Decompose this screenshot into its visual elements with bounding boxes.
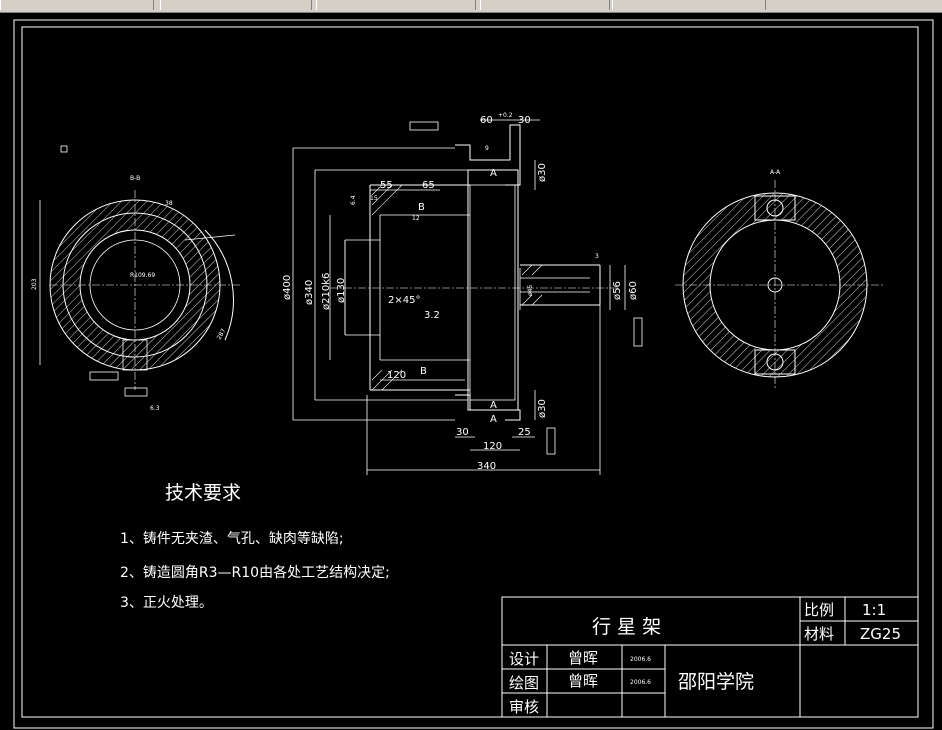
title-block: 行 星 架 比例 1:1 材料 ZG25 设计 曾晖 2006.6 绘图 曾晖 … bbox=[501, 596, 919, 718]
toolbar bbox=[0, 0, 942, 13]
marker-a-label: A bbox=[490, 414, 497, 425]
drawing-canvas[interactable]: B-B 203 R109.69 38 bbox=[0, 12, 942, 730]
dim-340: 340 bbox=[477, 461, 496, 472]
design-name: 曾晖 bbox=[568, 649, 598, 667]
tech-requirements: 技术要求 1、铸件无夹渣、气孔、缺肉等缺陷; 2、铸造圆角R3—R10由各处工艺… bbox=[120, 482, 390, 611]
rough-32: 3.2 bbox=[424, 310, 440, 321]
dim-phi340: ø340 bbox=[304, 280, 315, 305]
design-label: 设计 bbox=[509, 650, 539, 668]
marker-b-top: B bbox=[418, 202, 425, 213]
tech-item-2: 2、铸造圆角R3—R10由各处工艺结构决定; bbox=[120, 565, 390, 581]
dim-phi45: ø45 bbox=[527, 285, 534, 296]
dim-9: 9 bbox=[485, 145, 489, 152]
material-value: ZG25 bbox=[860, 625, 901, 643]
design-date: 2006.6 bbox=[630, 656, 651, 663]
dim-phi56: ø56 bbox=[612, 281, 623, 300]
rough-12: 12 bbox=[412, 215, 420, 222]
dim-phi400: ø400 bbox=[282, 275, 293, 300]
material-label: 材料 bbox=[804, 625, 834, 643]
review-label: 审核 bbox=[509, 698, 539, 716]
toolbar-item[interactable] bbox=[0, 0, 154, 10]
dim-65: 65 bbox=[422, 180, 435, 191]
toolbar-item[interactable] bbox=[316, 0, 476, 10]
drawing-frame bbox=[13, 19, 934, 729]
dim-chamfer: 2×45° bbox=[388, 295, 420, 306]
dim-60: 60 bbox=[480, 115, 493, 126]
dim-3: 3 bbox=[595, 253, 599, 260]
draw-label: 绘图 bbox=[509, 674, 539, 692]
toolbar-item[interactable] bbox=[480, 0, 610, 10]
dim-30-bottom: 30 bbox=[456, 427, 469, 438]
rough-64: 6.4 bbox=[350, 195, 357, 205]
section-bb-view: B-B 203 R109.69 38 bbox=[31, 175, 240, 412]
dim-phi60: ø60 bbox=[628, 281, 639, 300]
school-name: 邵阳学院 bbox=[678, 671, 754, 693]
dim-phi210: ø210k6 bbox=[321, 273, 332, 310]
marker-square bbox=[60, 145, 68, 153]
tech-item-1: 1、铸件无夹渣、气孔、缺肉等缺陷; bbox=[120, 530, 344, 547]
rough-15: 15 bbox=[370, 195, 378, 202]
section-bb-label: B-B bbox=[130, 175, 140, 182]
tech-item-3: 3、正火处理。 bbox=[120, 595, 213, 611]
draw-date: 2006.6 bbox=[630, 679, 651, 686]
dim-phi30-bottom: ø30 bbox=[537, 399, 548, 418]
scale-label: 比例 bbox=[804, 601, 834, 619]
tech-title: 技术要求 bbox=[165, 482, 241, 504]
dim-38: 38 bbox=[165, 200, 173, 207]
dim-phi30-top: ø30 bbox=[537, 163, 548, 182]
dim-120-left: 120 bbox=[387, 370, 406, 381]
drawing-border bbox=[21, 26, 919, 718]
section-aa-view: A-A bbox=[675, 169, 885, 390]
main-section-view: 60 +0.2 30 55 65 120 30 120 25 340 ø400 … bbox=[282, 112, 643, 475]
scale-value: 1:1 bbox=[862, 601, 886, 619]
draw-name: 曾晖 bbox=[568, 672, 598, 690]
dim-203: 203 bbox=[31, 278, 38, 290]
dim-120-bottom: 120 bbox=[483, 441, 502, 452]
section-aa-label: A-A bbox=[770, 169, 781, 176]
marker-b-bottom: B bbox=[420, 366, 427, 377]
toolbar-item[interactable] bbox=[612, 0, 766, 10]
dim-30-top: 30 bbox=[518, 115, 531, 126]
dim-287: 287 bbox=[216, 327, 228, 341]
dim-25: 25 bbox=[518, 427, 531, 438]
dim-60-tol: +0.2 bbox=[498, 112, 513, 119]
dim-63: 6.3 bbox=[150, 405, 160, 412]
dim-55: 55 bbox=[380, 180, 393, 191]
marker-a-top: A bbox=[490, 168, 497, 179]
marker-a-bottom: A bbox=[490, 400, 497, 411]
part-name: 行 星 架 bbox=[592, 616, 661, 638]
dim-phi130: ø130 bbox=[336, 278, 347, 303]
dim-r109: R109.69 bbox=[130, 272, 155, 279]
toolbar-item[interactable] bbox=[160, 0, 312, 10]
bb-hatch bbox=[40, 190, 240, 390]
